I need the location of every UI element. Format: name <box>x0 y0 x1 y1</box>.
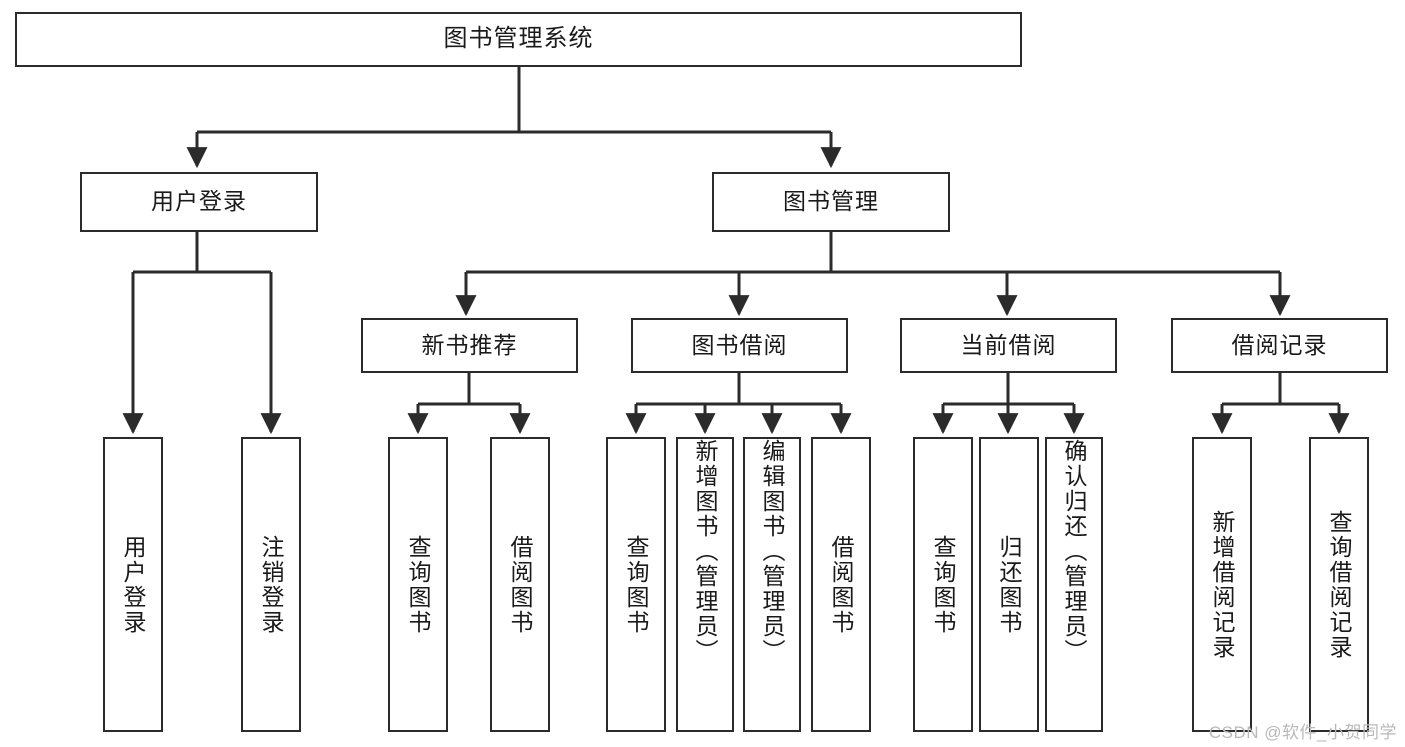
leaf-query-book-2-label: 查询图书 <box>623 534 650 635</box>
leaf-query-book-1-label: 查询图书 <box>405 534 432 635</box>
leaf-user-login[interactable]: 用户登录 <box>103 437 163 732</box>
csdn-watermark: CSDN @软件_小贺同学 <box>1208 723 1397 742</box>
leaf-borrow-book-2-label: 借阅图书 <box>828 534 855 635</box>
leaf-add-book[interactable]: 新增图书（管理员） <box>676 437 734 732</box>
node-root-label: 图书管理系统 <box>443 25 594 53</box>
node-book-borrow-label: 图书借阅 <box>691 331 788 358</box>
node-new-book-recommend-label: 新书推荐 <box>421 331 518 358</box>
node-book-manage[interactable]: 图书管理 <box>712 172 950 232</box>
leaf-user-login-label: 用户登录 <box>120 534 147 635</box>
leaf-query-record-label: 查询借阅记录 <box>1326 509 1353 660</box>
leaf-query-book-2[interactable]: 查询图书 <box>606 437 666 732</box>
leaf-logout-label: 注销登录 <box>258 534 285 635</box>
leaf-query-book-1[interactable]: 查询图书 <box>388 437 448 732</box>
leaf-borrow-book-1[interactable]: 借阅图书 <box>490 437 550 732</box>
node-current-borrow-label: 当前借阅 <box>960 331 1057 358</box>
leaf-query-book-3-label: 查询图书 <box>930 534 957 635</box>
leaf-borrow-book-1-label: 借阅图书 <box>507 534 534 635</box>
leaf-add-record[interactable]: 新增借阅记录 <box>1192 437 1252 732</box>
node-book-borrow[interactable]: 图书借阅 <box>631 318 848 373</box>
leaf-return-book-label: 归还图书 <box>996 534 1023 635</box>
leaf-query-book-3[interactable]: 查询图书 <box>913 437 973 732</box>
leaf-edit-book[interactable]: 编辑图书（管理员） <box>743 437 801 732</box>
node-borrow-record[interactable]: 借阅记录 <box>1171 318 1388 373</box>
node-user-login-label: 用户登录 <box>151 188 247 215</box>
leaf-add-book-label: 新增图书（管理员） <box>692 439 719 664</box>
leaf-add-record-label: 新增借阅记录 <box>1209 509 1236 660</box>
leaf-query-record[interactable]: 查询借阅记录 <box>1309 437 1369 732</box>
node-borrow-record-label: 借阅记录 <box>1231 331 1328 358</box>
node-current-borrow[interactable]: 当前借阅 <box>900 318 1117 373</box>
node-book-manage-label: 图书管理 <box>783 188 879 215</box>
leaf-logout[interactable]: 注销登录 <box>241 437 301 732</box>
node-root[interactable]: 图书管理系统 <box>15 12 1022 67</box>
leaf-confirm-return[interactable]: 确认归还（管理员） <box>1045 437 1103 732</box>
leaf-return-book[interactable]: 归还图书 <box>979 437 1039 732</box>
leaf-confirm-return-label: 确认归还（管理员） <box>1061 439 1088 664</box>
node-user-login[interactable]: 用户登录 <box>80 172 318 232</box>
node-new-book-recommend[interactable]: 新书推荐 <box>361 318 578 373</box>
leaf-borrow-book-2[interactable]: 借阅图书 <box>811 437 871 732</box>
leaf-edit-book-label: 编辑图书（管理员） <box>759 439 786 664</box>
